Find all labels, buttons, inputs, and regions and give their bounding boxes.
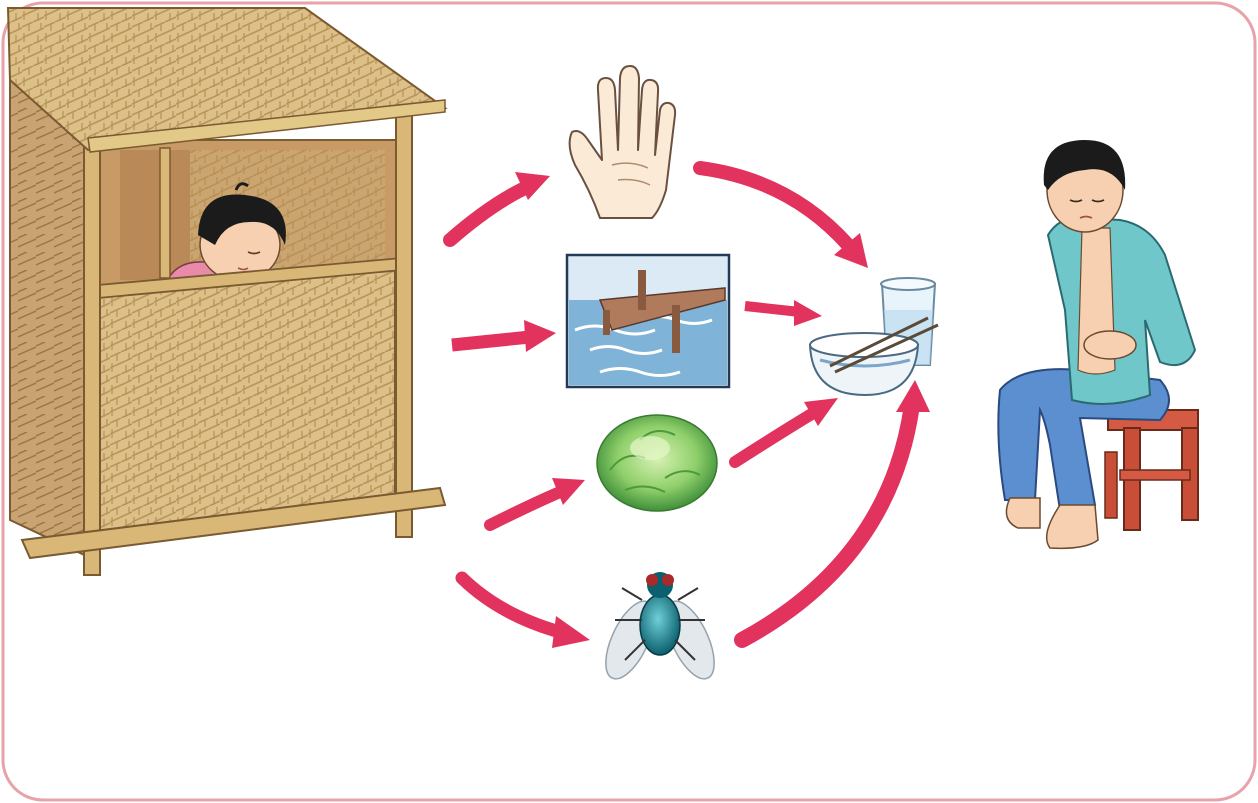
water-pond-with-jetty-icon	[567, 255, 729, 387]
bamboo-latrine-with-child-icon	[8, 8, 445, 575]
lettuce-icon	[597, 415, 717, 511]
